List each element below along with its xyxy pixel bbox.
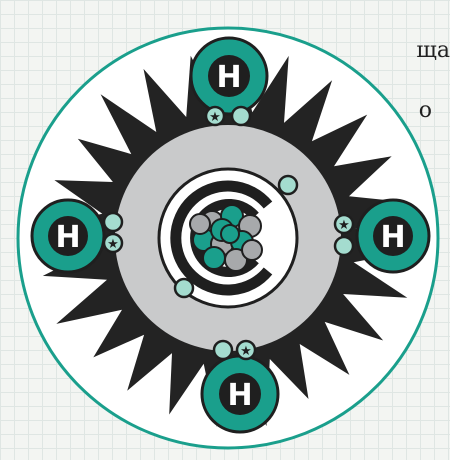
hydrogen-label: H (216, 60, 241, 95)
proton (203, 247, 225, 269)
inner-electron-2 (175, 279, 193, 297)
shared-electron (232, 107, 250, 125)
star-icon: ★ (338, 218, 350, 233)
star-icon: ★ (209, 110, 221, 125)
hydrogen-label: H (55, 220, 80, 255)
star-icon: ★ (107, 237, 119, 252)
proton (221, 225, 239, 243)
shared-electron (214, 341, 232, 359)
neutron (190, 214, 210, 234)
star-icon: ★ (240, 344, 252, 359)
hydrogen-label: H (227, 378, 252, 413)
shared-electron (335, 237, 353, 255)
inner-electron-1 (279, 176, 297, 194)
neutron (242, 240, 262, 260)
hydrogen-label: H (380, 220, 405, 255)
shared-electron (104, 213, 122, 231)
